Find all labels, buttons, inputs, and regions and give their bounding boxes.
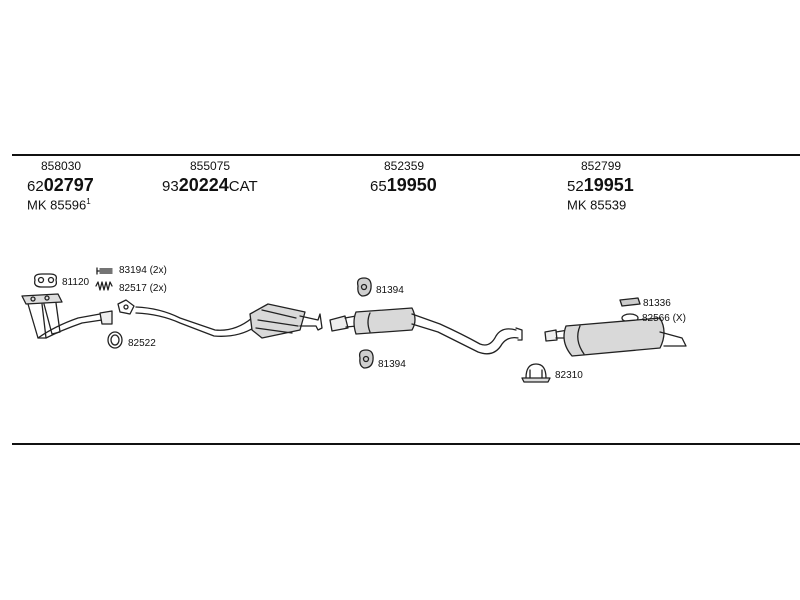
ring-82522-icon [107,331,123,349]
label-81120: 81120 [62,277,90,288]
label-81394-bottom: 81394 [378,359,406,370]
front-pipe-icon [21,293,113,339]
group-code: 5219951 [567,175,634,195]
bolt-83194-icon [96,267,113,275]
clamp-82310-icon [521,363,551,383]
group-front-pipe: 858030 6202797 MK 855961 [27,160,94,211]
label-81394-top: 81394 [376,285,404,296]
catalyst-icon [135,303,323,339]
middle-silencer-icon [329,307,523,355]
label-82522: 82522 [128,338,156,349]
group-middle-silencer: 852359 6519950 [370,160,437,198]
rubber-mount-81394-bottom-icon [358,349,374,369]
label-81336: 81336 [643,298,671,309]
gasket-81120-icon [34,273,58,288]
group-code: 6519950 [370,175,437,195]
group-ref: 852799 [581,159,622,173]
rubber-mount-81336-icon [619,297,641,307]
top-rule [12,154,800,156]
rear-silencer-icon [544,317,687,357]
group-code: 9320224CAT [162,175,258,195]
group-code: 6202797 [27,175,94,195]
spring-82517-icon [95,281,113,291]
group-mk: MK 855961 [27,197,91,213]
bottom-rule [12,443,800,445]
label-82310: 82310 [555,370,583,381]
group-ref: 852359 [384,159,425,173]
group-ref: 858030 [41,159,82,173]
label-82566: 82566 (X) [642,313,686,324]
group-rear-silencer: 852799 5219951 MK 85539 [567,160,634,211]
label-82517: 82517 (2x) [119,283,167,294]
group-ref: 855075 [190,159,231,173]
label-83194: 83194 (2x) [119,265,167,276]
rubber-mount-81394-icon [356,277,372,297]
group-mk: MK 85539 [567,197,627,213]
flange-gasket-icon [117,299,135,315]
group-catalyst: 855075 9320224CAT [162,160,258,198]
